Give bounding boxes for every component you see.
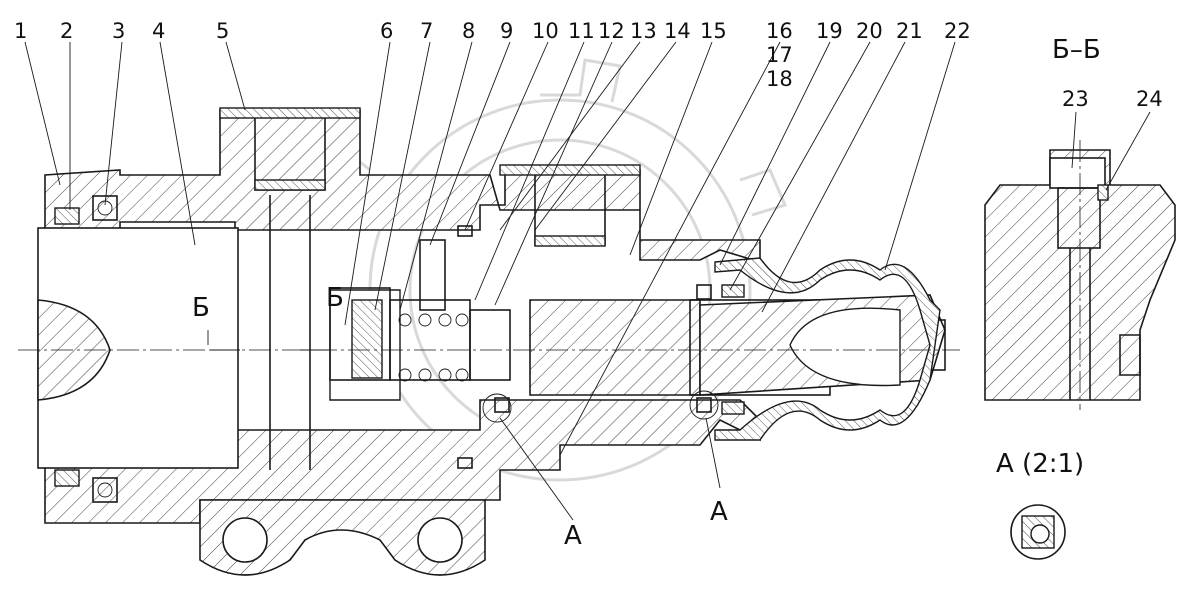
- mount-hole-left: [222, 517, 268, 563]
- part-label-1: 1: [14, 19, 27, 43]
- part-label-14: 14: [664, 19, 691, 43]
- detail-title: А (2:1): [996, 449, 1084, 479]
- seal-rings: [54, 195, 745, 503]
- mount-hole-right: [417, 517, 463, 563]
- leader-lines: [24, 41, 1151, 521]
- part-label-21: 21: [896, 19, 923, 43]
- part-label-22: 22: [944, 19, 971, 43]
- part-label-9: 9: [500, 19, 513, 43]
- part-label-24: 24: [1136, 87, 1163, 111]
- part-label-8: 8: [462, 19, 475, 43]
- bolt-head: [1049, 157, 1106, 189]
- part-label-17: 17: [766, 43, 793, 67]
- inlet-tube-right: [499, 164, 641, 247]
- part-label-15: 15: [700, 19, 727, 43]
- piston-assembly: [329, 239, 946, 396]
- part-label-11: 11: [568, 19, 595, 43]
- part-label-16: 16: [766, 19, 793, 43]
- rubber-boot: [714, 257, 941, 441]
- section-marker-right: Б: [326, 283, 344, 313]
- part-label-2: 2: [60, 19, 73, 43]
- part-label-3: 3: [112, 19, 125, 43]
- detail-a-view: [1010, 504, 1066, 560]
- part-label-6: 6: [380, 19, 393, 43]
- part-label-12: 12: [598, 19, 625, 43]
- section-view: [984, 140, 1176, 410]
- part-label-10: 10: [532, 19, 559, 43]
- part-label-19: 19: [816, 19, 843, 43]
- section-title: Б–Б: [1052, 35, 1101, 65]
- detail-marker-left: А: [564, 521, 582, 551]
- part-label-4: 4: [152, 19, 165, 43]
- inlet-tube-left: [219, 107, 361, 470]
- part-label-20: 20: [856, 19, 883, 43]
- part-label-18: 18: [766, 67, 793, 91]
- part-label-7: 7: [420, 19, 433, 43]
- section-marker-left: Б: [192, 293, 210, 323]
- part-label-5: 5: [216, 19, 229, 43]
- part-label-23: 23: [1062, 87, 1089, 111]
- part-label-13: 13: [630, 19, 657, 43]
- part-labels: 1 2 3 4 5 6 7 8 9 10 11 12 13 14 15 16 1…: [14, 19, 1163, 111]
- detail-marker-right: А: [710, 497, 728, 527]
